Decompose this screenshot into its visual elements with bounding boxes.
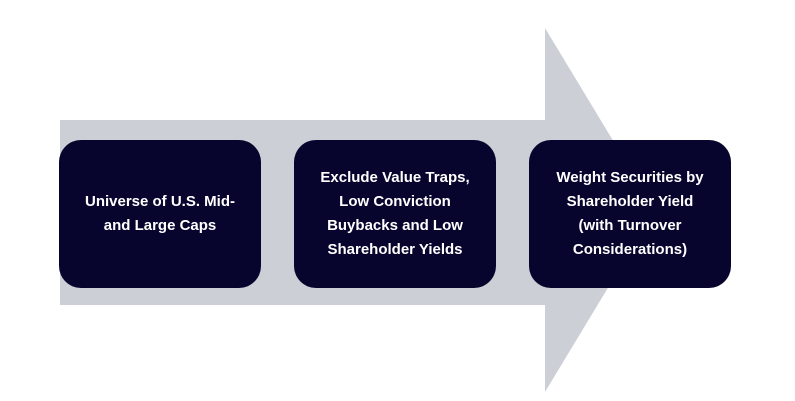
- step-box-universe: Universe of U.S. Mid- and Large Caps: [59, 140, 261, 288]
- step-box-weight: Weight Securities by Shareholder Yield (…: [529, 140, 731, 288]
- step-label-universe: Universe of U.S. Mid- and Large Caps: [84, 193, 236, 234]
- step-label-exclude: Exclude Value Traps, Low Conviction Buyb…: [320, 169, 470, 258]
- step-label-weight: Weight Securities by Shareholder Yield (…: [556, 169, 704, 258]
- step-box-exclude: Exclude Value Traps, Low Conviction Buyb…: [294, 140, 496, 288]
